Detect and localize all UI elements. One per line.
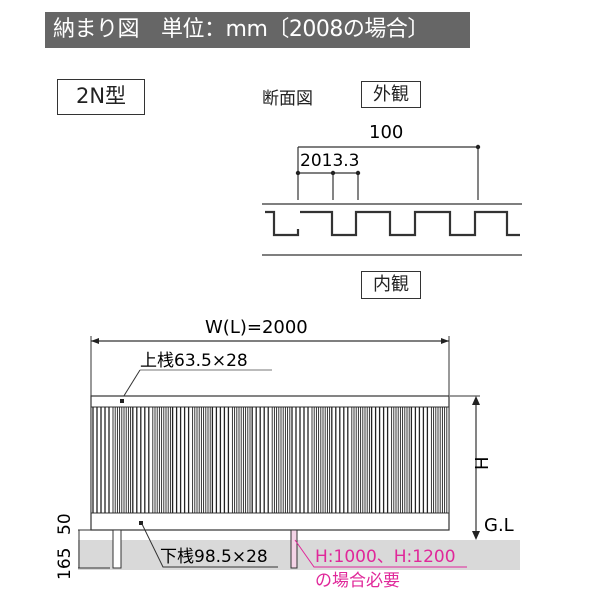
pitch-total-label: 100 [369,122,403,143]
note-line2: の場合必要 [315,571,400,591]
type-label: 2N型 [57,79,145,115]
slats [92,407,448,513]
height-label: H [472,456,493,470]
post-middle [290,529,298,569]
post-left [112,529,122,569]
ground-label: G.L [484,515,514,536]
pitch-parts-label: 2013.3 [300,151,359,171]
dim-50: 50 [55,513,75,535]
inner-view-label: 内観 [361,271,421,299]
outer-view-label: 外観 [361,81,421,108]
header-bar: 納まり図単位：mm〔2008の場合〕 [45,12,470,48]
width-label: W(L)=2000 [205,317,308,338]
section-label: 断面図 [262,89,313,109]
dim-165: 165 [55,548,75,580]
header-unit: 単位：mm〔2008の場合〕 [161,17,429,42]
top-rail-label: 上桟63.5×28 [140,351,248,371]
slat-area [90,406,450,514]
header-title: 納まり図 [53,17,140,42]
note-line1: H:1000、H:1200 [315,547,456,567]
bottom-rail-label: 下桟98.5×28 [160,547,268,567]
